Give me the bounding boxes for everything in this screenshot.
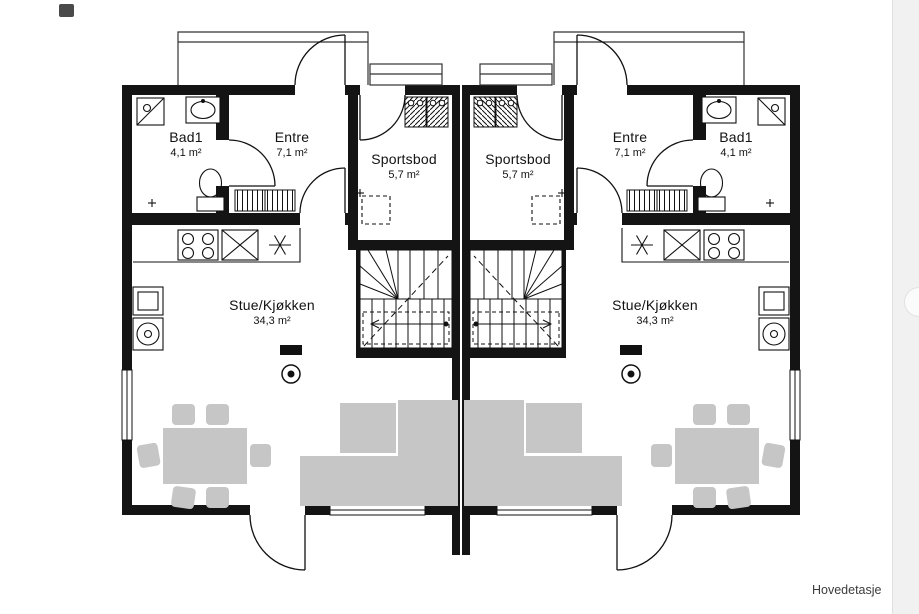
room-area: 7,1 m² xyxy=(276,147,308,160)
room-name: Sportsbod xyxy=(485,151,551,167)
room-label-entre-right: Entre 7,1 m² xyxy=(613,129,647,160)
room-label-entre-left: Entre 7,1 m² xyxy=(275,129,309,160)
room-label-bad1-right: Bad1 4,1 m² xyxy=(719,129,753,160)
room-name: Sportsbod xyxy=(371,151,437,167)
room-area: 5,7 m² xyxy=(502,169,534,182)
room-label-stue-left: Stue/Kjøkken 34,3 m² xyxy=(229,297,315,328)
room-area: 4,1 m² xyxy=(720,147,752,160)
room-name: Stue/Kjøkken xyxy=(612,297,698,313)
room-area: 34,3 m² xyxy=(636,315,674,328)
room-area: 4,1 m² xyxy=(170,147,202,160)
room-name: Bad1 xyxy=(169,129,203,145)
room-name: Bad1 xyxy=(719,129,753,145)
room-label-stue-right: Stue/Kjøkken 34,3 m² xyxy=(612,297,698,328)
room-name: Entre xyxy=(612,129,648,145)
room-area: 5,7 m² xyxy=(388,169,420,182)
room-name: Entre xyxy=(274,129,310,145)
room-label-sportsbod-right: Sportsbod 5,7 m² xyxy=(485,151,551,182)
room-label-bad1-left: Bad1 4,1 m² xyxy=(169,129,203,160)
plan-caption: Hovedetasje xyxy=(812,583,882,597)
room-area: 7,1 m² xyxy=(614,147,646,160)
room-name: Stue/Kjøkken xyxy=(229,297,315,313)
room-label-sportsbod-left: Sportsbod 5,7 m² xyxy=(371,151,437,182)
corner-artifact xyxy=(59,4,74,17)
room-area: 34,3 m² xyxy=(253,315,291,328)
